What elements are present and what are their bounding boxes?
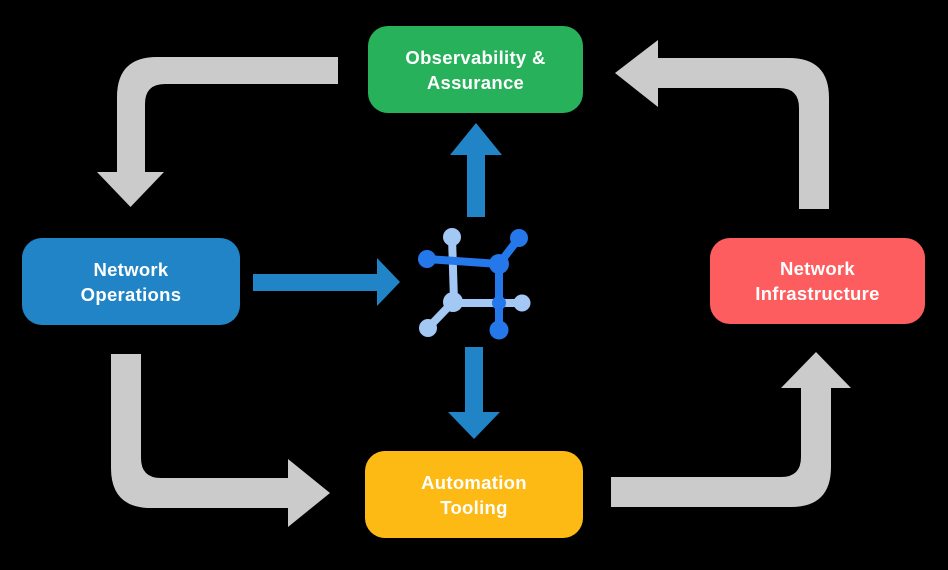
node-automation-tooling: Automation Tooling [365,451,583,538]
node-automation-tooling-label: Automation Tooling [421,471,527,518]
icon-light-dots [419,228,531,337]
node-observability-label: Observability & Assurance [405,46,546,93]
node-network-infrastructure: Network Infrastructure [710,238,925,324]
arrow-operations-to-automation [111,354,330,527]
icon-dark-dots [418,229,528,340]
arrow-observability-to-operations [97,57,338,207]
arrow-center-to-observability [450,123,502,217]
node-network-operations-label: Network Operations [80,258,182,305]
network-automation-icon [418,228,531,340]
arrow-automation-to-infrastructure [611,352,851,507]
node-observability-assurance: Observability & Assurance [368,26,583,113]
arrow-operations-to-center [253,258,400,306]
arrow-center-to-automation [448,347,500,439]
node-network-operations: Network Operations [22,238,240,325]
node-network-infrastructure-label: Network Infrastructure [755,258,880,304]
arrow-infrastructure-to-observability [615,40,829,209]
